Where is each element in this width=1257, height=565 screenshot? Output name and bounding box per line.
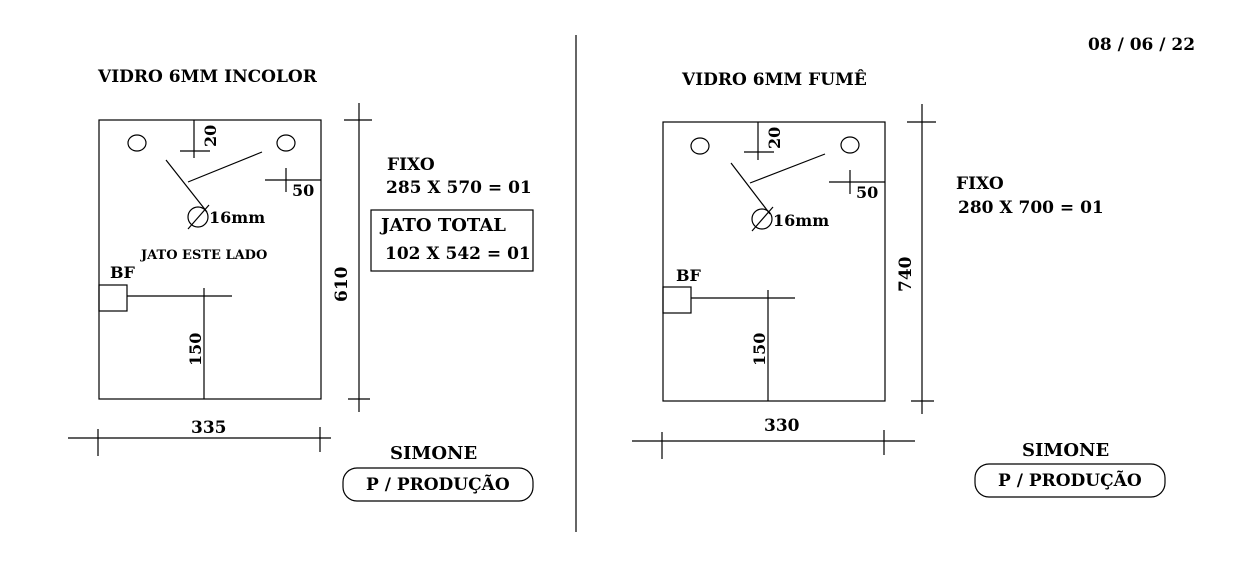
left-hole-1 — [127, 134, 147, 152]
right-fixo-label: FIXO — [956, 174, 1004, 194]
left-jato-box — [370, 209, 534, 272]
right-diameter-icon — [751, 208, 773, 230]
right-panel: VIDRO 6MM FUMÊ 20 50 16mm BF 150 330 740… — [632, 69, 1166, 498]
date-label: 08 / 06 / 22 — [1088, 35, 1195, 55]
left-jato-title: JATO TOTAL — [379, 215, 506, 236]
left-fixo-label: FIXO — [387, 155, 435, 175]
left-fixo-value: 285 X 570 = 01 — [386, 178, 532, 198]
left-jato-note: JATO ESTE LADO — [140, 248, 267, 263]
right-dim-150: 150 — [750, 333, 769, 366]
right-hole-1 — [690, 137, 710, 155]
left-jato-value: 102 X 542 = 01 — [385, 244, 531, 264]
right-hole-2 — [840, 136, 860, 154]
right-width: 330 — [764, 416, 800, 436]
left-title: VIDRO 6MM INCOLOR — [97, 67, 318, 87]
left-hole-2 — [276, 134, 296, 152]
right-dim-50: 50 — [856, 183, 878, 202]
left-dim-50: 50 — [292, 181, 314, 200]
right-stamp-label: P / PRODUÇÃO — [998, 469, 1142, 491]
left-production-stamp — [342, 467, 534, 502]
right-hole-size: 16mm — [773, 211, 829, 230]
right-glass-outline — [662, 121, 886, 402]
left-stamp-label: P / PRODUÇÃO — [366, 473, 510, 495]
left-glass-outline — [98, 119, 322, 400]
left-dim-150: 150 — [186, 333, 205, 366]
right-production-stamp — [974, 463, 1166, 498]
right-height: 740 — [896, 256, 916, 292]
left-height: 610 — [332, 266, 352, 302]
left-leader-diagonal — [165, 159, 208, 213]
left-signature: SIMONE — [390, 443, 477, 464]
right-leader-line — [749, 153, 826, 184]
left-hole-size: 16mm — [209, 208, 265, 227]
right-bf-box — [662, 286, 692, 314]
right-dim-20: 20 — [765, 127, 784, 149]
left-bf-label: BF — [110, 263, 136, 282]
left-dim-20: 20 — [201, 125, 220, 147]
right-title: VIDRO 6MM FUMÊ — [681, 69, 867, 90]
right-signature: SIMONE — [1022, 440, 1109, 461]
right-leader-diagonal — [730, 162, 771, 215]
right-fixo-value: 280 X 700 = 01 — [958, 198, 1104, 218]
left-diameter-slash — [187, 204, 210, 230]
left-width: 335 — [191, 418, 227, 438]
left-bf-box — [98, 284, 128, 312]
right-diameter-slash — [751, 206, 774, 232]
left-diameter-icon — [187, 206, 209, 228]
left-leader-line — [187, 151, 263, 183]
right-bf-label: BF — [676, 266, 702, 285]
left-panel: VIDRO 6MM INCOLOR 20 50 16mm JATO ESTE L… — [68, 67, 534, 502]
